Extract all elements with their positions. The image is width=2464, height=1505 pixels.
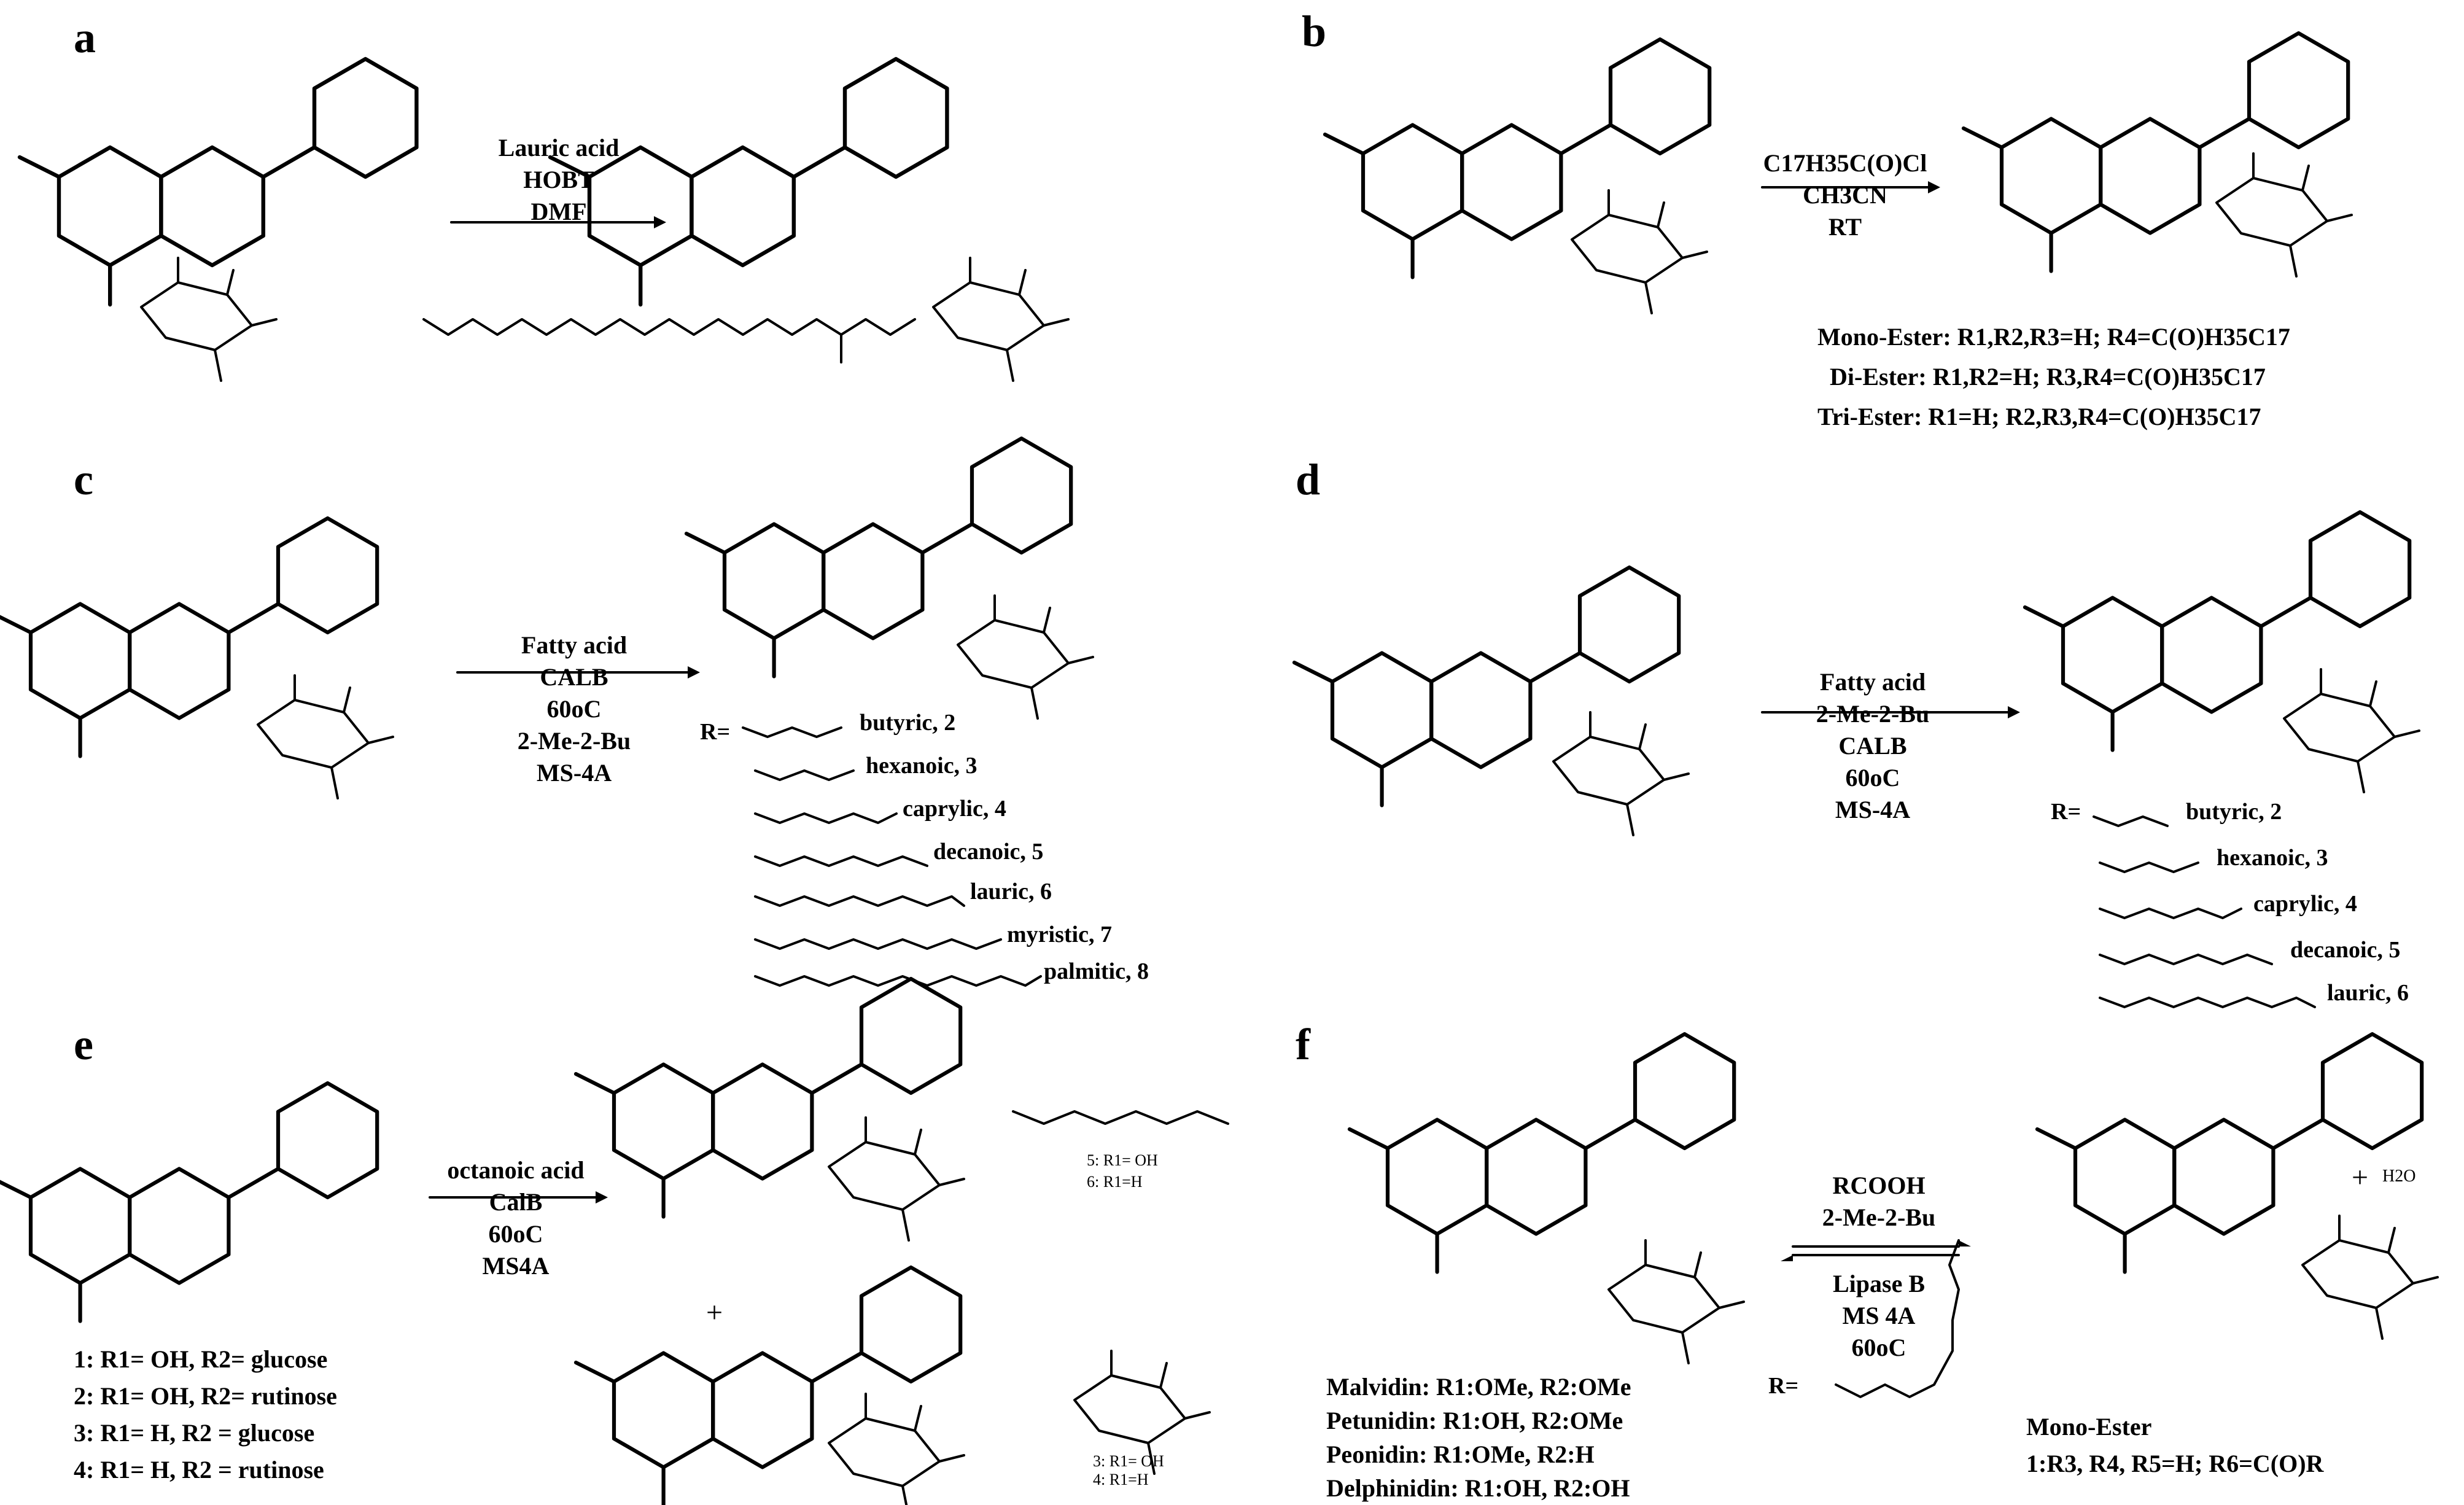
panel-f-substrate-delphinidin: Delphinidin: R1:OH, R2:OH bbox=[1326, 1474, 1630, 1502]
panel-c-acid-lauric: lauric, 6 bbox=[970, 879, 1052, 904]
panel-d-acid-hexanoic: hexanoic, 3 bbox=[2217, 845, 2328, 871]
panel-f-r-label: R= bbox=[1768, 1373, 1799, 1399]
panel-d-acid-lauric: lauric, 6 bbox=[2327, 980, 2409, 1006]
panel-e-substrate-2: 2: R1= OH, R2= rutinose bbox=[74, 1382, 337, 1410]
panel-f-conditions-bottom: Lipase B MS 4A 60oC bbox=[1799, 1268, 1959, 1364]
condition-sieves: MS-4A bbox=[536, 759, 612, 787]
condition-sieves: MS 4A bbox=[1842, 1302, 1916, 1329]
condition-solvent: 2-Me-2-Bu bbox=[517, 727, 631, 755]
panel-a-product-structure bbox=[422, 59, 1070, 382]
panel-e-substrate-1: 1: R1= OH, R2= glucose bbox=[74, 1345, 328, 1373]
panel-e-product-label-4: 4: R1=H bbox=[1093, 1471, 1149, 1488]
panel-d-conditions: Fatty acid 2-Me-2-Bu CALB 60oC MS-4A bbox=[1793, 666, 1953, 826]
panel-f-substrate-petunidin: Petunidin: R1:OH, R2:OMe bbox=[1326, 1407, 1623, 1434]
condition-enzyme: CALB bbox=[1838, 732, 1907, 760]
panel-c-acid-myristic: myristic, 7 bbox=[1007, 922, 1112, 947]
condition-reagent: Lauric acid bbox=[498, 134, 620, 161]
panel-c-acid-butyric: butyric, 2 bbox=[860, 710, 956, 736]
condition-reagent: octanoic acid bbox=[447, 1156, 585, 1184]
panel-f-water: H2O bbox=[2382, 1167, 2416, 1186]
condition-temperature: 60oC bbox=[1845, 764, 1900, 791]
condition-reagent: C17H35C(O)Cl bbox=[1763, 149, 1927, 177]
panel-a-conditions: Lauric acid HOBT DMF bbox=[479, 132, 639, 228]
condition-additive: HOBT bbox=[523, 166, 594, 193]
panel-f-r-chain bbox=[1835, 1239, 1960, 1398]
panel-f-substrate-malvidin: Malvidin: R1:OMe, R2:OMe bbox=[1326, 1373, 1631, 1401]
panel-e-conditions: octanoic acid CalB 60oC MS4A bbox=[424, 1154, 608, 1282]
panel-c-acid-palmitic: palmitic, 8 bbox=[1044, 959, 1149, 984]
panel-c-acid-caprylic: caprylic, 4 bbox=[903, 796, 1006, 822]
panel-d-acid-decanoic: decanoic, 5 bbox=[2290, 937, 2401, 963]
panel-d-acid-caprylic: caprylic, 4 bbox=[2253, 891, 2357, 917]
panel-e-substrate-4: 4: R1= H, R2 = rutinose bbox=[74, 1456, 324, 1484]
panel-c-conditions: Fatty acid CALB 60oC 2-Me-2-Bu MS-4A bbox=[503, 629, 645, 789]
condition-enzyme: Lipase B bbox=[1832, 1270, 1926, 1297]
panel-e-product-label-3: 3: R1= OH bbox=[1093, 1452, 1164, 1470]
panel-d-acid-butyric: butyric, 2 bbox=[2186, 799, 2282, 825]
condition-sieves: MS4A bbox=[482, 1252, 550, 1280]
panel-e-product-label-6: 6: R1=H bbox=[1087, 1173, 1143, 1191]
condition-solvent: DMF bbox=[530, 198, 587, 225]
condition-solvent: CH3CN bbox=[1803, 181, 1887, 209]
panel-b-di-ester: Di-Ester: R1,R2=H; R3,R4=C(O)H35C17 bbox=[1830, 363, 2266, 391]
panel-f-equilibrium-arrow bbox=[1781, 1240, 1971, 1261]
panel-label-d: d bbox=[1296, 455, 1321, 504]
condition-solvent: 2-Me-2-Bu bbox=[1816, 700, 1930, 728]
panel-f-conditions-top: RCOOH 2-Me-2-Bu bbox=[1799, 1170, 1959, 1234]
panel-e-substrate-3: 3: R1= H, R2 = glucose bbox=[74, 1419, 315, 1447]
condition-enzyme: CalB bbox=[489, 1188, 543, 1216]
panel-b-mono-ester: Mono-Ester: R1,R2,R3=H; R4=C(O)H35C17 bbox=[1817, 323, 2290, 351]
condition-reagent: RCOOH bbox=[1832, 1172, 1926, 1199]
panel-label-b: b bbox=[1302, 7, 1327, 56]
panel-f-plus: + bbox=[2352, 1161, 2369, 1194]
condition-temperature: 60oC bbox=[488, 1220, 543, 1248]
panel-d-r-label: R= bbox=[2051, 799, 2081, 825]
condition-reagent: Fatty acid bbox=[521, 631, 628, 659]
condition-temperature: 60oC bbox=[546, 695, 602, 723]
condition-enzyme: CALB bbox=[540, 663, 608, 691]
panel-f-product-desc: 1:R3, R4, R5=H; R6=C(O)R bbox=[2026, 1450, 2324, 1477]
condition-temperature: 60oC bbox=[1851, 1334, 1906, 1361]
condition-solvent: 2-Me-2-Bu bbox=[1822, 1204, 1936, 1231]
panel-label-a: a bbox=[74, 13, 96, 62]
panel-f-product-title: Mono-Ester bbox=[2026, 1413, 2152, 1441]
panel-b-conditions: C17H35C(O)Cl CH3CN RT bbox=[1756, 147, 1934, 243]
panel-label-c: c bbox=[74, 455, 93, 504]
panel-f-substrate-peonidin: Peonidin: R1:OMe, R2:H bbox=[1326, 1441, 1595, 1468]
condition-sieves: MS-4A bbox=[1835, 796, 1911, 823]
panel-e-plus: + bbox=[706, 1296, 723, 1329]
panel-label-e: e bbox=[74, 1020, 93, 1069]
panel-label-f: f bbox=[1296, 1020, 1310, 1069]
panel-e-product-structures bbox=[576, 979, 1229, 1505]
panel-b-tri-ester: Tri-Ester: R1=H; R2,R3,R4=C(O)H35C17 bbox=[1817, 403, 2261, 430]
panel-e-product-label-5: 5: R1= OH bbox=[1087, 1151, 1158, 1169]
panel-c-r-label: R= bbox=[700, 719, 731, 745]
panel-c-acid-decanoic: decanoic, 5 bbox=[933, 839, 1044, 865]
condition-temperature: RT bbox=[1828, 213, 1862, 241]
condition-reagent: Fatty acid bbox=[1819, 668, 1926, 696]
panel-c-acid-hexanoic: hexanoic, 3 bbox=[866, 753, 977, 779]
